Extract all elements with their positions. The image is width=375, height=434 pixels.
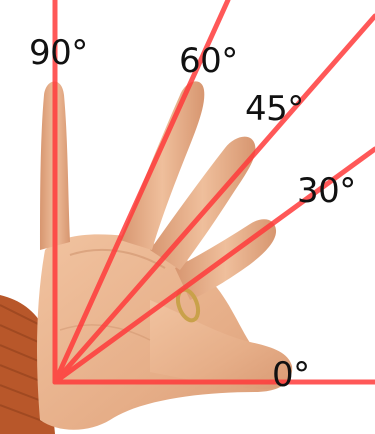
label-45-degrees: 45° (245, 92, 304, 126)
label-30-degrees: 30° (297, 174, 356, 208)
label-90-degrees: 90° (29, 36, 88, 70)
label-60-degrees: 60° (179, 44, 238, 78)
label-0-degrees: 0° (272, 358, 310, 392)
